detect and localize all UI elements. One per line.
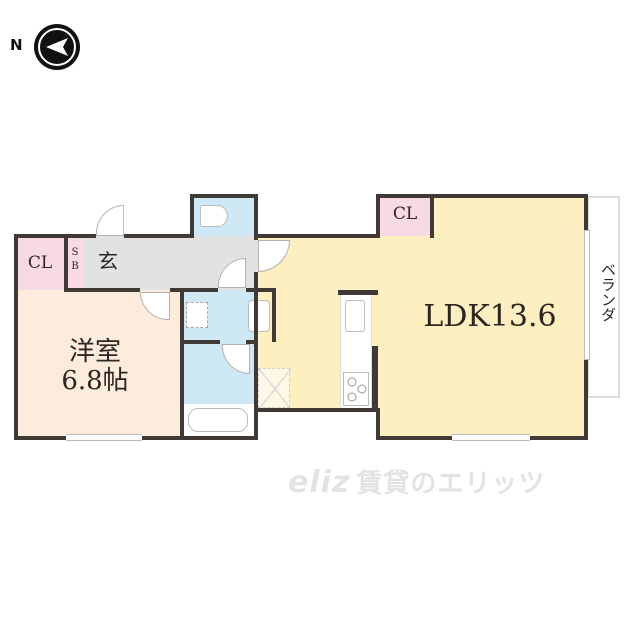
shoe-box-label-s: S	[71, 247, 79, 258]
wall	[376, 194, 380, 238]
wall	[254, 234, 380, 238]
wall	[584, 360, 588, 440]
fridge-space	[258, 368, 292, 410]
wall	[170, 288, 218, 292]
wall	[14, 234, 18, 440]
wall	[376, 194, 588, 198]
wall	[180, 340, 220, 344]
closet-left-label: CL	[27, 253, 53, 273]
wall	[376, 436, 452, 440]
wall	[376, 408, 380, 440]
north-label: N	[10, 36, 23, 54]
wall	[272, 290, 276, 342]
veranda-window[interactable]	[584, 230, 590, 360]
western-room-label: 洋室 6.8帖	[40, 338, 150, 395]
watermark-logo: eliz	[288, 465, 351, 500]
wall	[142, 436, 258, 440]
wall	[530, 436, 588, 440]
wash-basin-icon	[248, 300, 270, 332]
veranda-label: ベランダ	[599, 262, 617, 322]
stove-icon	[343, 372, 369, 406]
wall	[584, 194, 588, 230]
wall	[64, 288, 140, 292]
washing-machine-icon	[186, 302, 208, 328]
western-room-name: 洋室	[68, 337, 121, 367]
north-arrow-icon	[34, 24, 80, 70]
wall	[14, 234, 96, 238]
wall	[338, 290, 378, 295]
wall	[190, 194, 258, 198]
wall	[124, 234, 194, 238]
closet-right	[378, 196, 432, 236]
wall	[190, 194, 194, 238]
wall	[14, 436, 66, 440]
ldk-room	[378, 196, 587, 438]
western-room-window[interactable]	[66, 434, 142, 441]
wall	[246, 340, 258, 344]
wall	[430, 194, 434, 238]
ldk-window[interactable]	[452, 434, 530, 441]
ldk-label: LDK13.6	[423, 299, 557, 334]
entrance-label: 玄	[98, 249, 118, 273]
western-room-size: 6.8帖	[61, 365, 129, 396]
wall	[372, 346, 378, 412]
watermark-text: 賃貸のエリッツ	[356, 469, 546, 499]
closet-right-label: CL	[392, 204, 418, 224]
shoe-box-label-b: B	[71, 261, 79, 272]
closet-left	[16, 236, 64, 290]
shoe-box	[66, 236, 84, 290]
wall	[246, 288, 276, 292]
wall	[64, 234, 68, 292]
wall	[180, 290, 184, 440]
bathtub-shape	[188, 408, 248, 432]
wall	[254, 408, 380, 412]
toilet-icon	[200, 205, 228, 227]
wall	[254, 272, 258, 440]
kitchen-sink-icon	[345, 300, 365, 332]
entrance-door[interactable]	[96, 205, 124, 236]
wall	[254, 194, 258, 240]
